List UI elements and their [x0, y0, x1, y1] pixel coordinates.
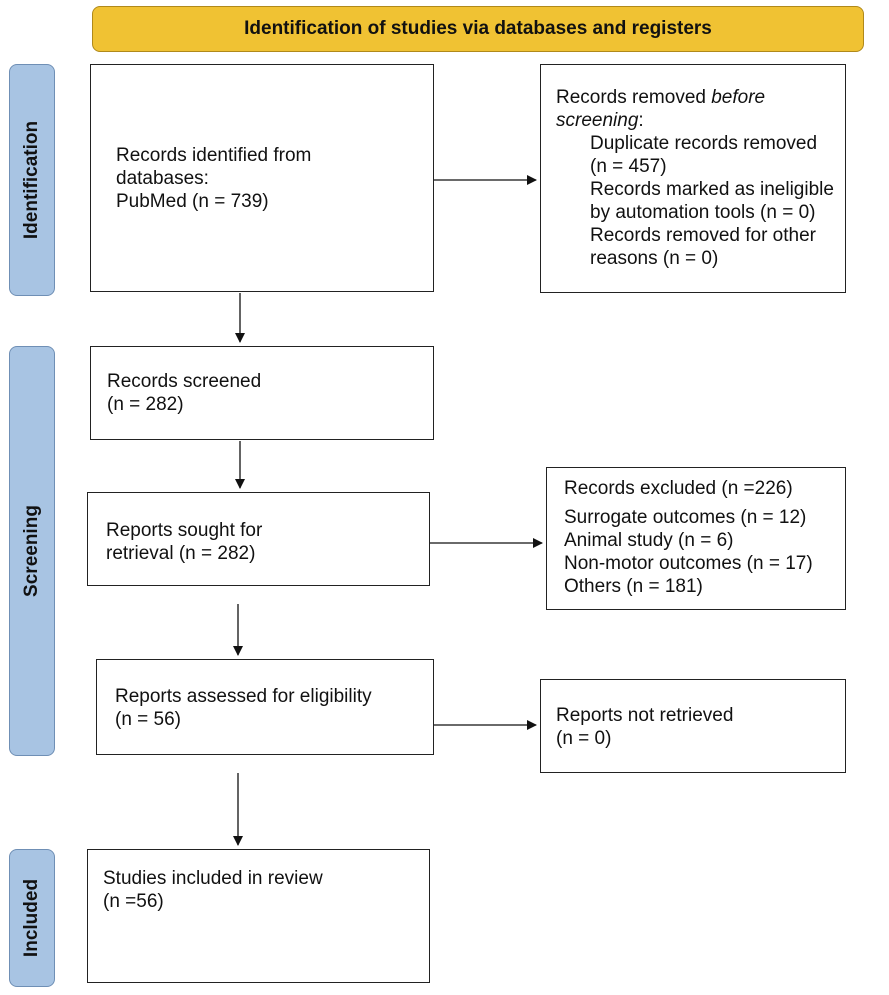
removed-line-1: Records removed before — [556, 87, 766, 108]
screened-line-2: (n = 282) — [107, 394, 184, 415]
identified-line-2: databases: — [116, 168, 209, 189]
removed-item: by automation tools (n = 0) — [590, 202, 816, 223]
removed-item: reasons (n = 0) — [590, 248, 719, 269]
box-records-excluded: Records excluded (n =226) Surrogate outc… — [546, 467, 846, 610]
excluded-item: Non-motor outcomes (n = 17) — [564, 553, 813, 574]
excluded-item: Others (n = 181) — [564, 576, 703, 597]
removed-line-2: screening: — [556, 110, 644, 131]
removed-item: Duplicate records removed — [590, 133, 818, 154]
excluded-item: Surrogate outcomes (n = 12) — [564, 507, 807, 528]
phase-included: Included — [9, 849, 55, 987]
identified-line-1: Records identified from — [116, 145, 312, 166]
removed-item: (n = 457) — [590, 156, 667, 177]
box-studies-included: Studies included in review (n =56) — [87, 849, 430, 983]
assessed-line-1: Reports assessed for eligibility — [115, 686, 372, 707]
assessed-line-2: (n = 56) — [115, 709, 182, 730]
included-line-2: (n =56) — [103, 891, 164, 912]
excluded-line-1: Records excluded (n =226) — [564, 478, 793, 499]
box-reports-sought: Reports sought for retrieval (n = 282) — [87, 492, 430, 586]
header-banner: Identification of studies via databases … — [92, 6, 864, 52]
box-reports-assessed: Reports assessed for eligibility (n = 56… — [96, 659, 434, 755]
excluded-item: Animal study (n = 6) — [564, 530, 734, 551]
not-retrieved-line-2: (n = 0) — [556, 728, 612, 749]
box-records-identified: Records identified from databases: PubMe… — [90, 64, 434, 292]
phase-screening: Screening — [9, 346, 55, 756]
removed-item: Records marked as ineligible — [590, 179, 834, 200]
phase-identification: Identification — [9, 64, 55, 296]
box-records-removed: Records removed before screening: Duplic… — [540, 64, 846, 293]
removed-item: Records removed for other — [590, 225, 816, 246]
included-line-1: Studies included in review — [103, 868, 323, 889]
box-records-screened: Records screened (n = 282) — [90, 346, 434, 440]
header-title: Identification of studies via databases … — [244, 18, 712, 39]
sought-line-1: Reports sought for — [106, 520, 263, 541]
box-reports-not-retrieved: Reports not retrieved (n = 0) — [540, 679, 846, 773]
not-retrieved-line-1: Reports not retrieved — [556, 705, 734, 726]
sought-line-2: retrieval (n = 282) — [106, 543, 256, 564]
screened-line-1: Records screened — [107, 371, 262, 392]
identified-line-3: PubMed (n = 739) — [116, 191, 269, 212]
